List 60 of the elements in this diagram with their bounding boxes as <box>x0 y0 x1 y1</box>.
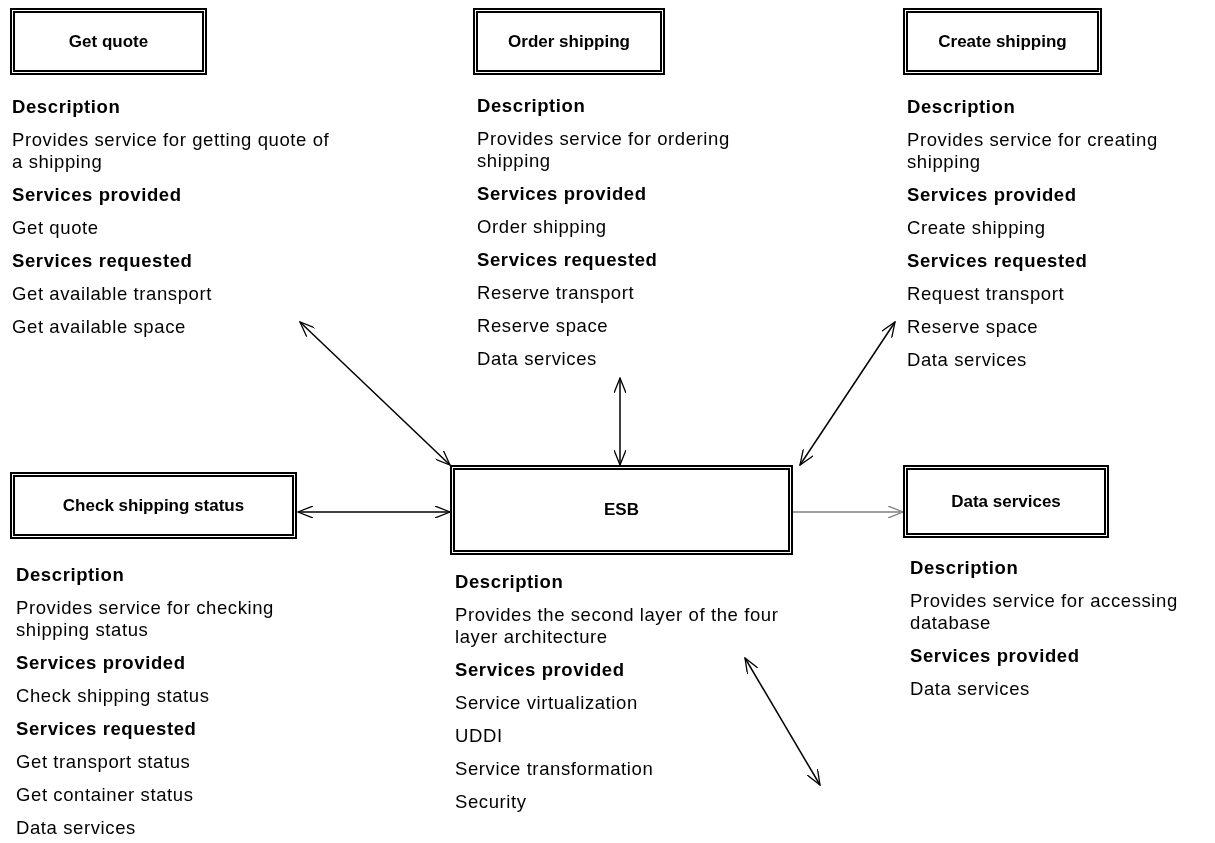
description-text: Service virtualization <box>455 692 639 714</box>
description-text: Reserve transport <box>477 282 636 304</box>
description-text: Data services <box>477 348 598 370</box>
double-arrow <box>297 505 451 519</box>
description-text: Order shipping <box>477 216 608 238</box>
section-heading: Services provided <box>455 659 626 681</box>
description-text: Service transformation <box>455 758 655 780</box>
description-text: Get transport status <box>16 751 192 773</box>
description-text: Data services <box>907 349 1028 371</box>
description-text: Provides service for getting quote of a shipping <box>12 129 331 173</box>
section-heading: Services requested <box>16 718 198 740</box>
description-text: Reserve space <box>907 316 1040 338</box>
description-text: Check shipping status <box>16 685 211 707</box>
section-heading: Services provided <box>907 184 1078 206</box>
description-text: Security <box>455 791 528 813</box>
service-box <box>903 8 1102 75</box>
section-heading: Description <box>12 96 122 118</box>
description-text: Provides service for creating shipping <box>907 129 1159 173</box>
description-text: Get quote <box>12 217 100 239</box>
box-title: Data services <box>951 491 1061 512</box>
description-text: Get available transport <box>12 283 213 305</box>
description-text: Data services <box>910 678 1031 700</box>
double-arrow <box>799 321 896 466</box>
service-box <box>473 8 665 75</box>
section-heading: Description <box>477 95 587 117</box>
service-box <box>450 465 793 555</box>
service-box <box>10 8 207 75</box>
box-title: Get quote <box>68 31 149 52</box>
description-text: Provides service for accessing database <box>910 590 1179 634</box>
section-heading: Services requested <box>477 249 659 271</box>
description-text: Data services <box>16 817 137 839</box>
arrow <box>792 505 904 519</box>
section-heading: Description <box>455 571 565 593</box>
box-title: Check shipping status <box>62 495 245 516</box>
description-text: Get available space <box>12 316 187 338</box>
description-text: UDDI <box>455 725 504 747</box>
double-arrow <box>744 657 821 786</box>
section-heading: Services provided <box>477 183 648 205</box>
section-heading: Services provided <box>12 184 183 206</box>
section-heading: Services provided <box>16 652 187 674</box>
double-arrow <box>299 321 451 466</box>
section-heading: Services requested <box>907 250 1089 272</box>
service-box <box>903 465 1109 538</box>
description-text: Provides service for ordering shipping <box>477 128 731 172</box>
box-title: Create shipping <box>938 31 1067 52</box>
double-arrow <box>613 377 627 466</box>
description-text: Provides the second layer of the four layer architecture <box>455 604 780 648</box>
box-title: ESB <box>604 500 639 520</box>
description-text: Provides service for checking shipping status <box>16 597 275 641</box>
description-text: Create shipping <box>907 217 1047 239</box>
description-text: Request transport <box>907 283 1066 305</box>
section-heading: Services requested <box>12 250 194 272</box>
section-heading: Description <box>16 564 126 586</box>
section-heading: Description <box>907 96 1017 118</box>
section-heading: Description <box>910 557 1020 579</box>
description-text: Reserve space <box>477 315 610 337</box>
box-title: Order shipping <box>508 31 630 52</box>
service-box <box>10 472 297 539</box>
section-heading: Services provided <box>910 645 1081 667</box>
description-text: Get container status <box>16 784 195 806</box>
